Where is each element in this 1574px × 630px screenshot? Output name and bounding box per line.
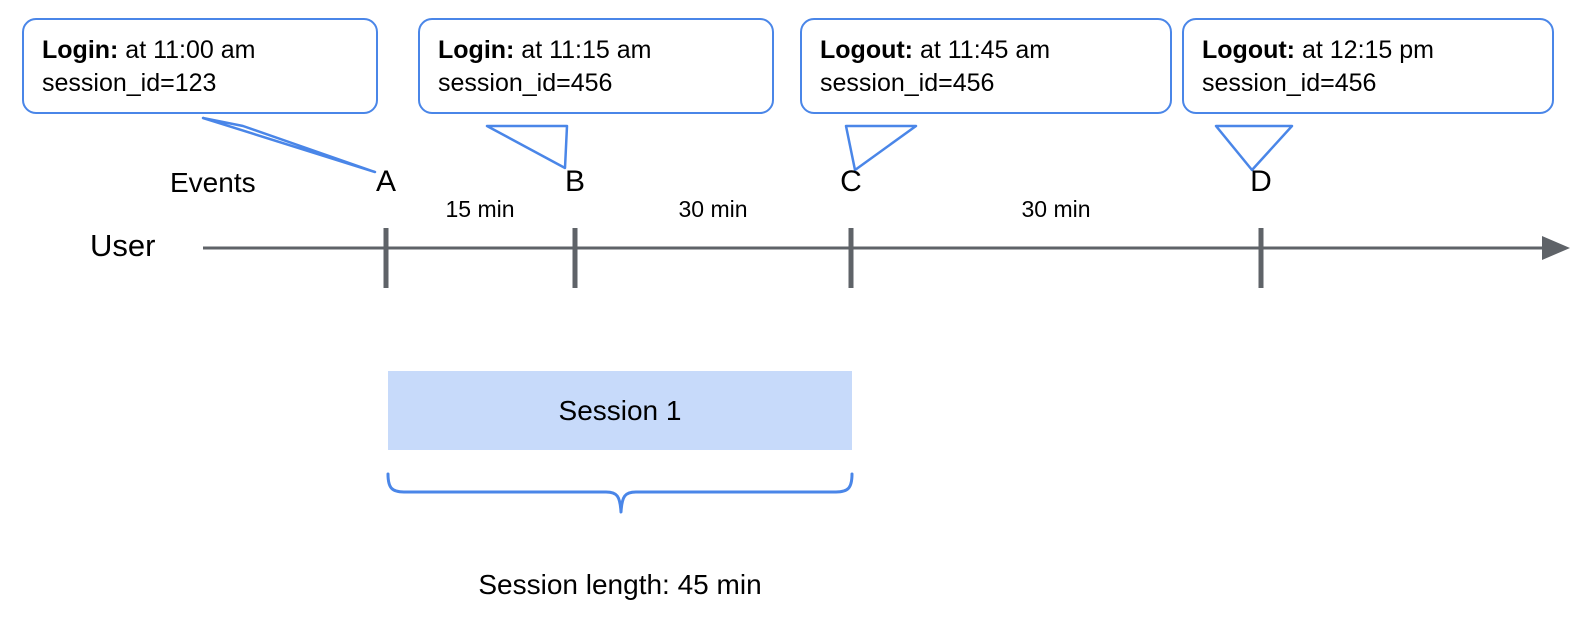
session-brace <box>386 472 854 514</box>
events-row-label: Events <box>170 167 256 198</box>
callout-tail-a <box>201 116 377 174</box>
callout-b-event-type: Login: <box>438 36 515 64</box>
callout-a-event-type: Login: <box>42 36 119 64</box>
callout-bubble-b[interactable]: Login: at 11:15 am session_id=456 <box>418 18 774 114</box>
callout-c-time: at 11:45 am <box>913 36 1051 64</box>
timeline-arrowhead <box>1542 236 1570 260</box>
tick-label-c: C <box>840 165 862 198</box>
user-row-label: User <box>90 228 156 263</box>
session-bar-label: Session 1 <box>558 394 682 426</box>
callout-c-session-id: session_id=456 <box>820 69 995 97</box>
callout-b-time: at 11:15 am <box>514 36 652 64</box>
callout-tail-b <box>485 124 569 170</box>
callout-a-time: at 11:00 am <box>118 36 256 64</box>
interval-label-cd: 30 min <box>1021 196 1091 222</box>
callout-bubble-d[interactable]: Logout: at 12:15 pm session_id=456 <box>1182 18 1554 114</box>
callout-bubble-a[interactable]: Login: at 11:00 am session_id=123 <box>22 18 378 114</box>
tick-label-b: B <box>564 165 585 198</box>
interval-label-bc: 30 min <box>678 196 748 222</box>
callout-d-time: at 12:15 pm <box>1295 36 1434 64</box>
tick-label-d: D <box>1250 165 1272 198</box>
callout-b-session-id: session_id=456 <box>438 69 613 97</box>
callout-tail-c <box>844 124 918 172</box>
callout-a-session-id: session_id=123 <box>42 69 217 97</box>
tick-label-a: A <box>375 165 396 198</box>
interval-label-ab: 15 min <box>445 196 515 222</box>
callout-tail-d <box>1214 124 1294 172</box>
callout-c-event-type: Logout: <box>820 36 914 64</box>
session-bar-1[interactable]: Session 1 <box>388 371 852 450</box>
callout-d-event-type: Logout: <box>1202 36 1296 64</box>
session-length-caption: Session length: 45 min <box>478 569 762 600</box>
callout-bubble-c[interactable]: Logout: at 11:45 am session_id=456 <box>800 18 1172 114</box>
callout-d-session-id: session_id=456 <box>1202 69 1377 97</box>
